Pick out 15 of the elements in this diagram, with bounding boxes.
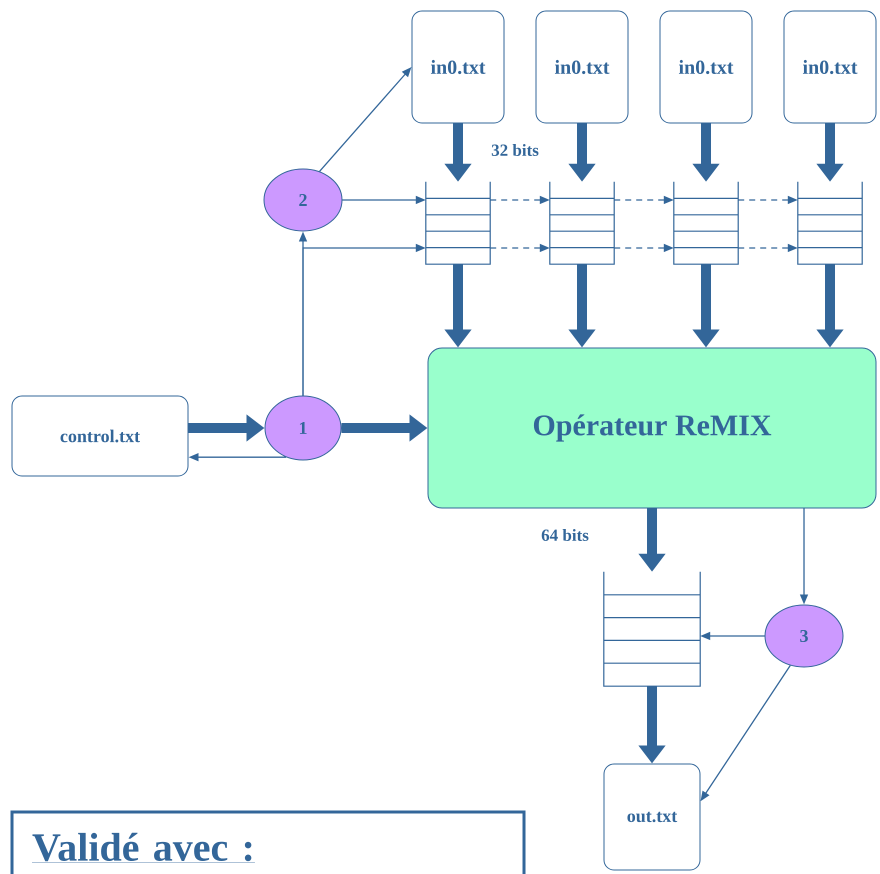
operator-box: Opérateur ReMIX xyxy=(428,348,876,508)
width-label: 64 bits xyxy=(542,529,588,541)
fifo-queue xyxy=(603,572,701,687)
fifo-queue xyxy=(797,182,863,265)
file-box: in0.txt xyxy=(784,10,876,124)
width-label: 32 bits xyxy=(492,144,538,156)
fifo-queue xyxy=(549,182,615,265)
file-box: in0.txt xyxy=(536,10,628,124)
fifo-queue xyxy=(425,182,491,265)
file-box: control.txt xyxy=(12,396,188,476)
file-box: in0.txt xyxy=(412,10,504,124)
file-box: in0.txt xyxy=(660,10,752,124)
fifo-queue xyxy=(673,182,739,265)
file-box: out.txt xyxy=(604,764,700,870)
note-box: Validé avec : xyxy=(10,810,526,874)
